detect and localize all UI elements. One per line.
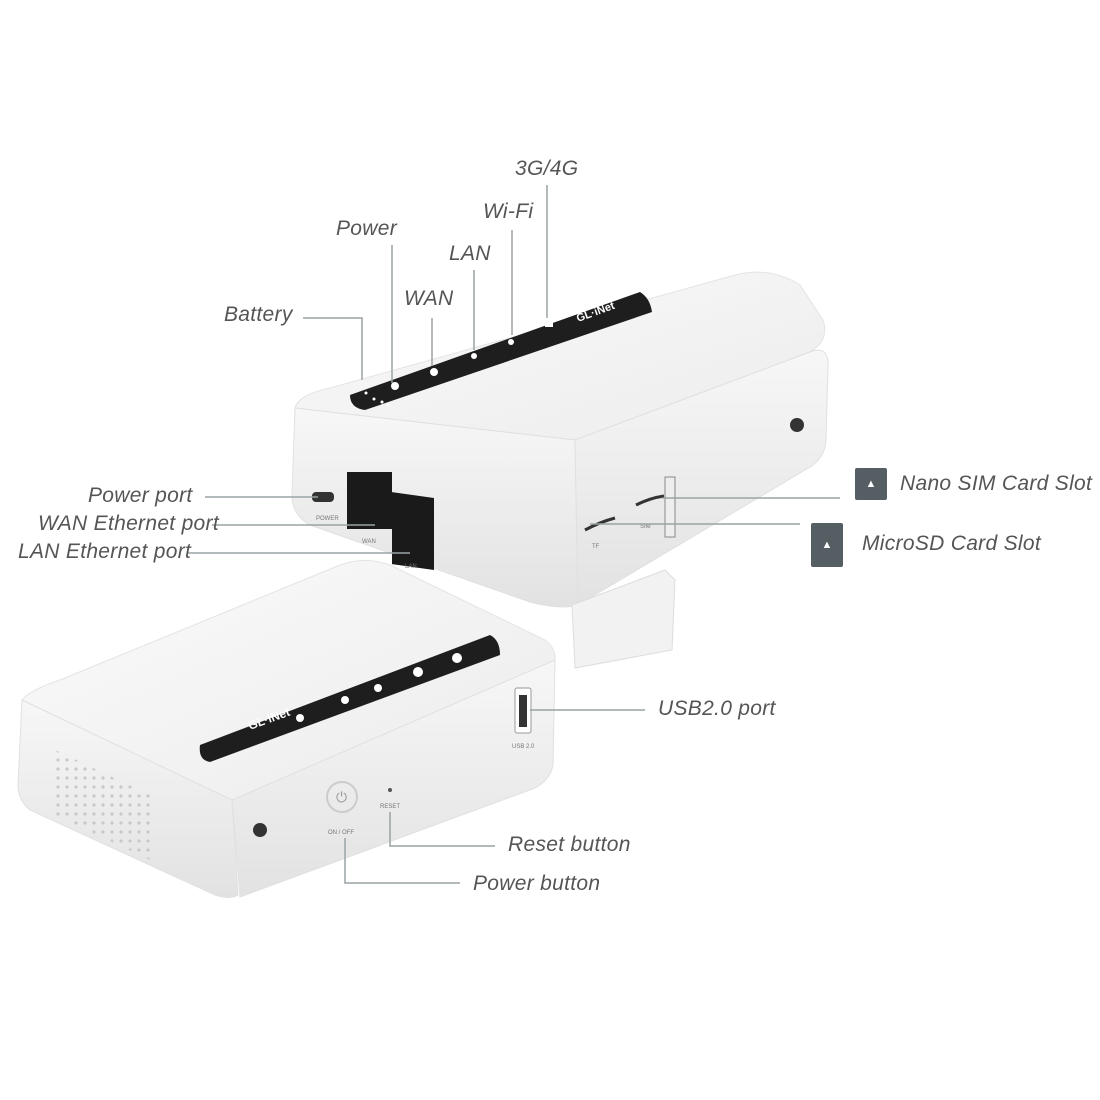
label-nano-sim-slot: Nano SIM Card Slot xyxy=(900,472,1093,495)
router-top-view: GL·iNet POWER WAN LAN TF SIM xyxy=(291,271,829,669)
reset-hole xyxy=(388,788,392,792)
vent-grille-icon xyxy=(55,750,150,860)
lan-port xyxy=(392,492,434,570)
tf-slot xyxy=(584,516,616,532)
screw-icon xyxy=(790,418,804,432)
label-usb-port: USB2.0 port xyxy=(658,697,776,720)
label-power-button: Power button xyxy=(473,872,601,895)
label-power: Power xyxy=(336,217,398,240)
usb-c-power-port xyxy=(312,492,334,502)
label-lan: LAN xyxy=(449,242,491,265)
microsd-card-icon: ▲ xyxy=(811,523,843,567)
label-wan: WAN xyxy=(404,287,454,310)
led-panel xyxy=(350,292,652,410)
on-off-marking: ON / OFF xyxy=(328,830,354,836)
label-wifi: Wi-Fi xyxy=(483,200,534,223)
label-power-port: Power port xyxy=(88,484,193,507)
router-bottom-view: GL·iNet ⏻ ON / OFF RESET USB 2.0 xyxy=(17,560,556,898)
label-3g4g: 3G/4G xyxy=(515,157,579,180)
sim-card-icon: ▲ xyxy=(855,468,887,500)
leader-lines xyxy=(187,185,840,884)
usb-marking: USB 2.0 xyxy=(512,744,535,750)
label-wan-ethernet-port: WAN Ethernet port xyxy=(38,512,219,535)
svg-text:⏻: ⏻ xyxy=(336,789,347,805)
port-label: LAN xyxy=(405,564,417,570)
power-button-icon xyxy=(326,781,358,813)
port-label: WAN xyxy=(362,539,376,545)
screw-icon xyxy=(253,823,267,837)
slot-label: TF xyxy=(592,544,600,550)
reset-marking: RESET xyxy=(380,804,400,810)
slot-label: SIM xyxy=(640,524,651,530)
led-panel xyxy=(199,635,500,762)
label-lan-ethernet-port: LAN Ethernet port xyxy=(18,540,192,563)
port-label: POWER xyxy=(316,516,339,522)
wan-port xyxy=(347,472,392,529)
sim-slot xyxy=(635,494,665,507)
label-reset-button: Reset button xyxy=(508,833,631,856)
slot-cover xyxy=(571,569,676,669)
label-battery: Battery xyxy=(224,303,293,326)
label-microsd-slot: MicroSD Card Slot xyxy=(862,532,1041,555)
